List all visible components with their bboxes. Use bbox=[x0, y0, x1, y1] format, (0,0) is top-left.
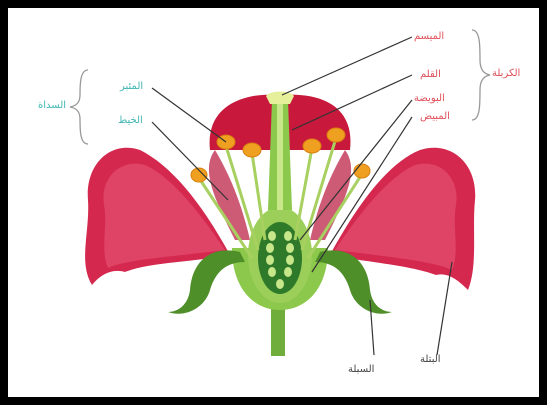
label-style: القلم bbox=[420, 69, 441, 81]
label-ovary: المبيض bbox=[420, 111, 450, 123]
label-stigma: الميسم bbox=[414, 31, 444, 43]
stigma bbox=[266, 92, 294, 105]
label-stamen-group: السداة bbox=[38, 100, 66, 112]
label-filament: الخيط bbox=[118, 115, 143, 127]
label-pistil-group: الكربلة bbox=[492, 68, 520, 80]
label-anther: المئبر bbox=[120, 81, 143, 93]
label-petal: البتلة bbox=[420, 354, 441, 366]
label-sepal: السبلة bbox=[348, 364, 374, 376]
brace-pistil bbox=[472, 30, 490, 120]
label-ovule: البويضة bbox=[414, 93, 445, 105]
brace-stamen bbox=[70, 70, 88, 144]
